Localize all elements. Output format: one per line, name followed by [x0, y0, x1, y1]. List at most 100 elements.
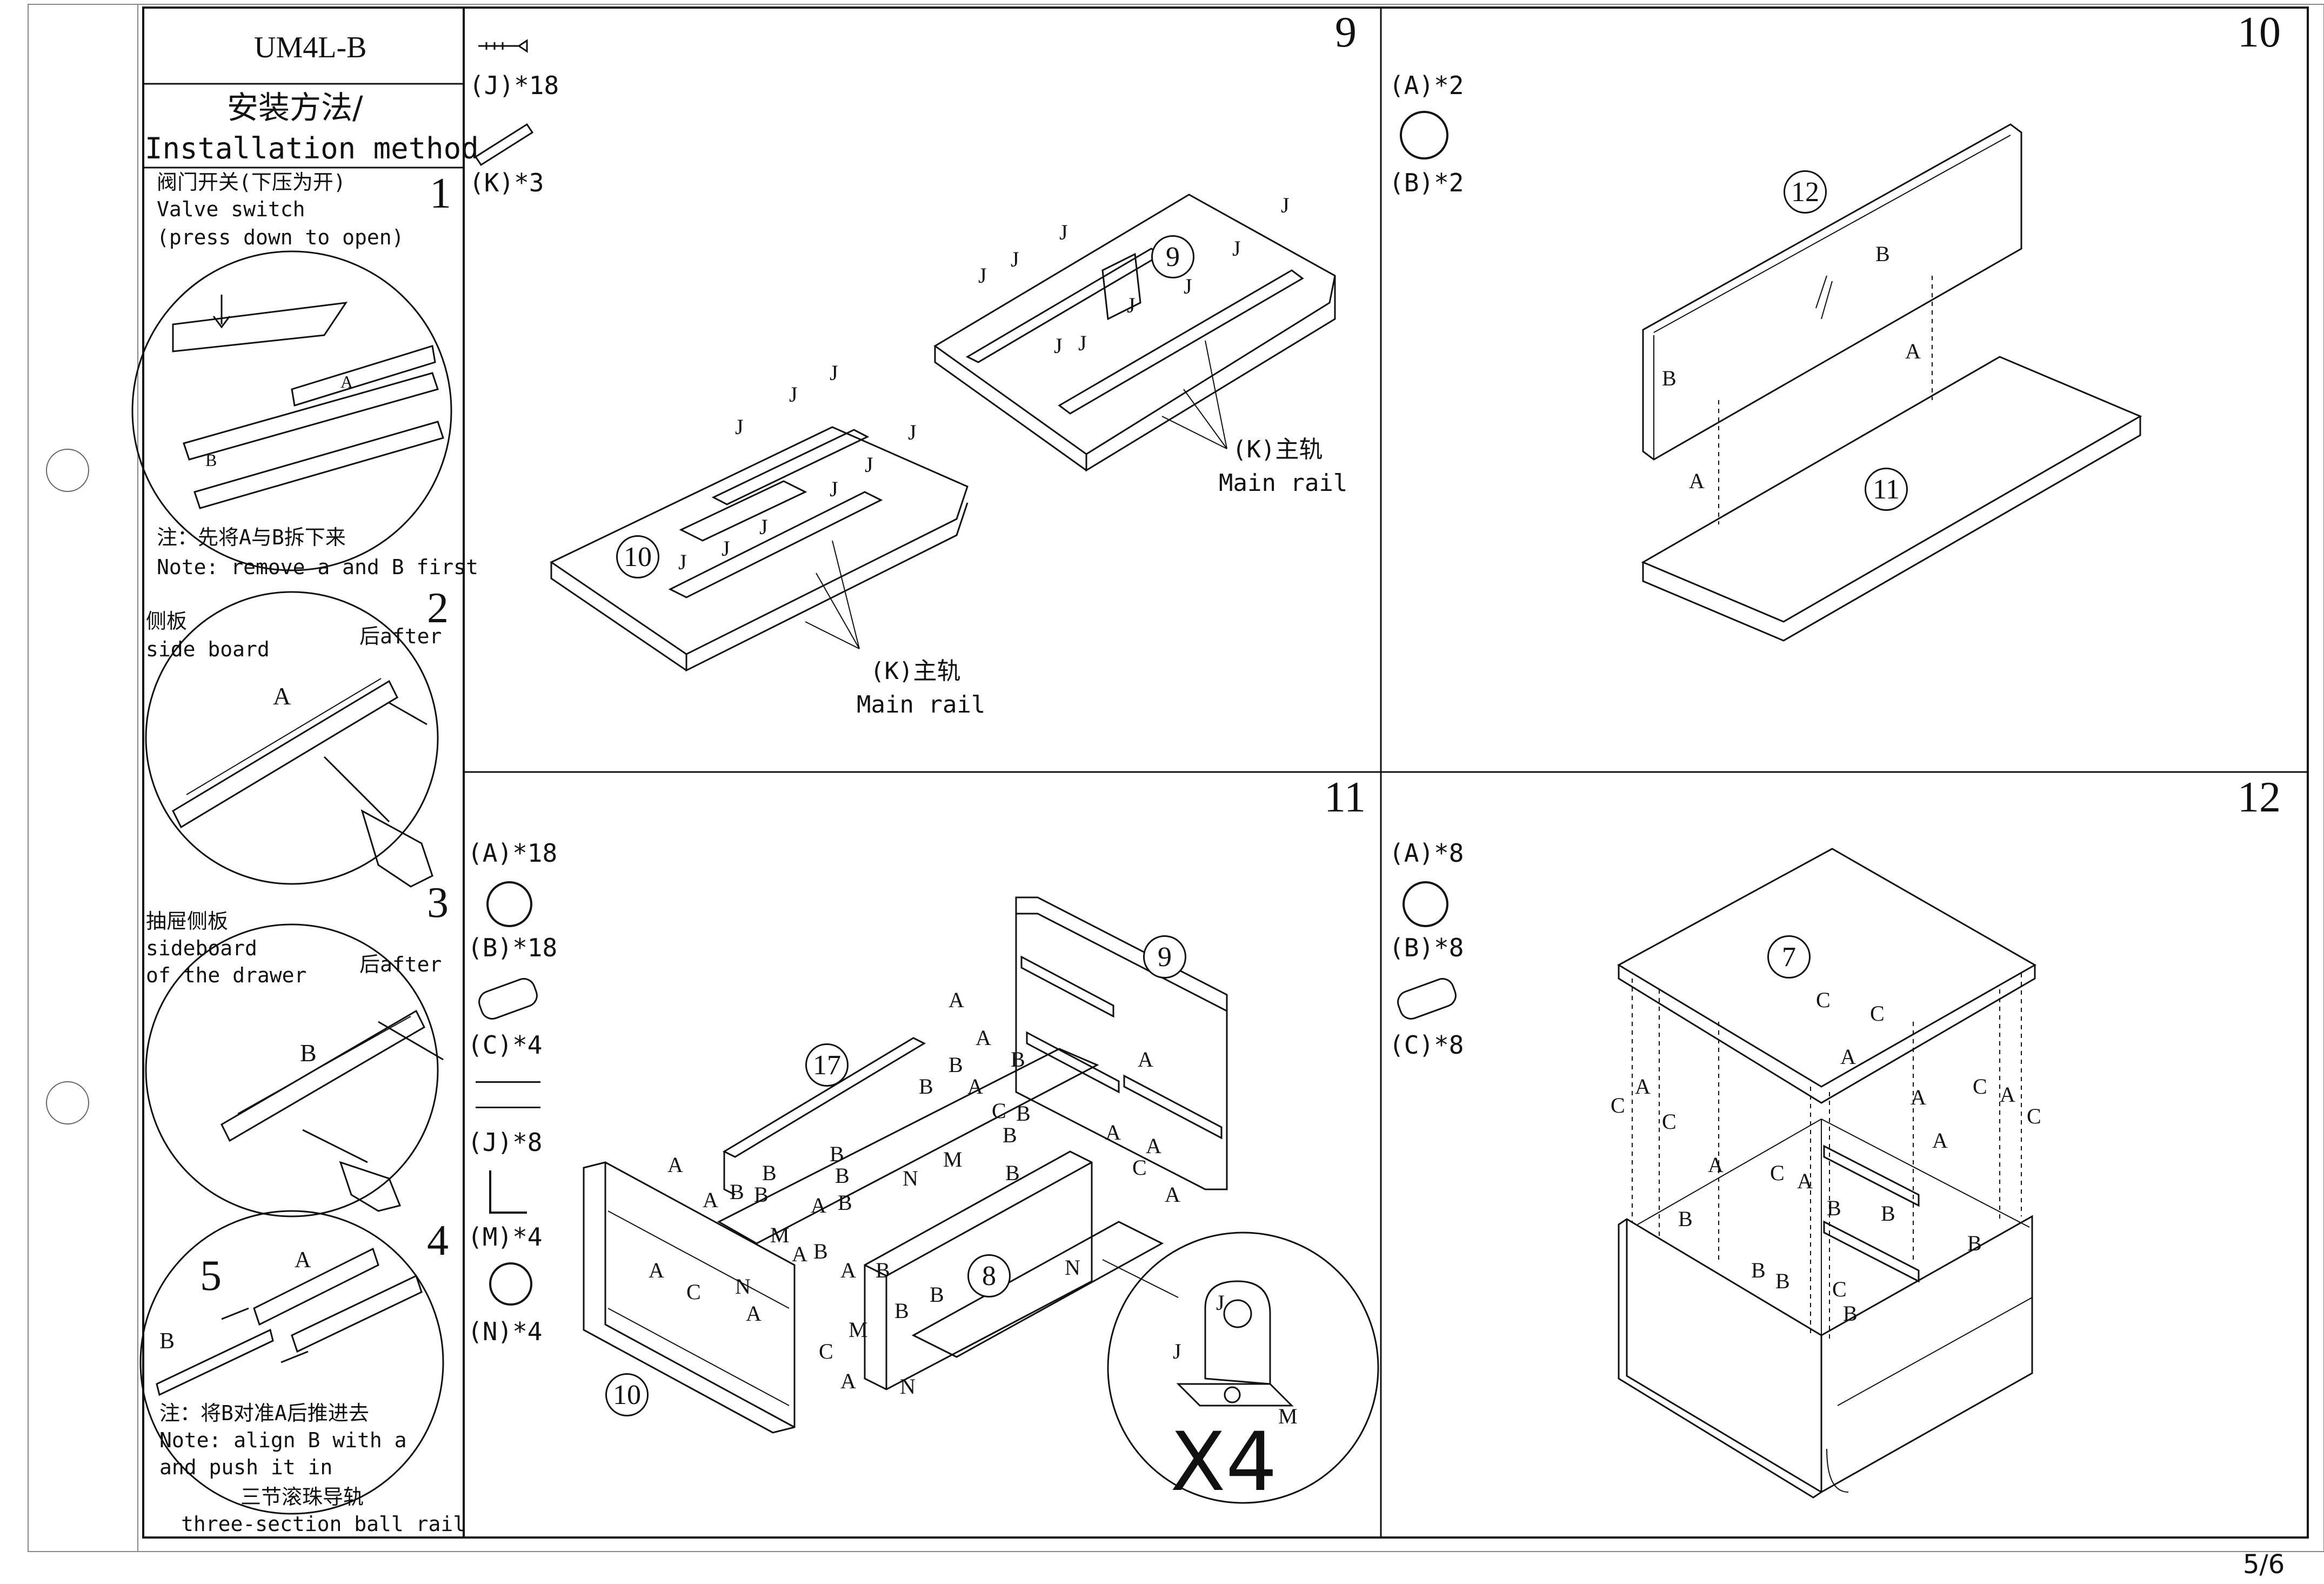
step-text: Valve switch: [157, 197, 305, 221]
board-number: 11: [1865, 468, 1908, 511]
callout-j: J: [1054, 334, 1063, 358]
callout: C: [1132, 1155, 1147, 1180]
callout: C: [1770, 1161, 1785, 1185]
board-number: 17: [805, 1043, 849, 1087]
part-quantity: (J)*8: [468, 1128, 543, 1157]
callout: C: [1816, 988, 1831, 1012]
callout-j: J: [1127, 293, 1136, 317]
board-number: 9: [1143, 935, 1186, 979]
callout: B: [813, 1239, 828, 1263]
callout: B: [1005, 1161, 1020, 1185]
rail-name-cn: 三节滚珠导轨: [241, 1485, 364, 1509]
callout: B: [1011, 1047, 1025, 1071]
callout: B: [1003, 1123, 1017, 1147]
callout: B: [1843, 1301, 1858, 1326]
cam-lock-icon: [486, 881, 532, 927]
callout: M: [770, 1223, 790, 1247]
callout-j: J: [908, 420, 917, 444]
part-quantity: (B)*8: [1389, 933, 1464, 962]
after-label: 后after: [359, 624, 442, 648]
cam-lock-icon: [1403, 881, 1448, 927]
callout: C: [1870, 1001, 1885, 1026]
callout: N: [735, 1274, 751, 1299]
rail-name-en: three-section ball rail: [181, 1512, 466, 1536]
detail-label-m: M: [1278, 1404, 1298, 1428]
callout: B: [1827, 1196, 1841, 1220]
callout: B: [754, 1182, 769, 1207]
step-text: 侧板: [146, 609, 188, 633]
page-number: 5/6: [2243, 1549, 2285, 1580]
detail-quantity: X4: [1170, 1415, 1278, 1509]
step-note-cn: 注：先将A与B拆下来: [157, 525, 346, 549]
bracket-icon: [489, 1170, 527, 1214]
callout: A: [746, 1301, 762, 1326]
callout: A: [792, 1242, 807, 1266]
callout-a: A: [1689, 469, 1705, 493]
step-note-cn: 注：将B对准A后推进去: [159, 1401, 369, 1425]
callout: A: [1105, 1120, 1121, 1144]
callout: B: [1881, 1201, 1895, 1226]
part-quantity: (C)*4: [468, 1030, 543, 1060]
callout: A: [2000, 1082, 2015, 1107]
callout: B: [1751, 1258, 1766, 1282]
callout: A: [840, 1369, 856, 1393]
callout: A: [949, 988, 964, 1012]
step-note-en: Note: align B with a: [159, 1428, 407, 1452]
callout-j: J: [978, 263, 987, 288]
callout-j: J: [678, 550, 687, 574]
after-label: 后after: [359, 953, 442, 976]
label-b: B: [205, 450, 217, 470]
callout: A: [1138, 1047, 1153, 1071]
callout: C: [1973, 1074, 1987, 1099]
binder-hole-top: [46, 449, 89, 492]
part-quantity: (C)*8: [1389, 1030, 1464, 1060]
callout: B: [894, 1299, 909, 1323]
callout-j: J: [830, 477, 838, 501]
callout: N: [1065, 1255, 1080, 1280]
step-number: 3: [427, 879, 449, 927]
callout: A: [1165, 1182, 1180, 1207]
callout: A: [1146, 1134, 1161, 1158]
section-title-en: Installation method: [145, 131, 479, 165]
step-note-en: Note: remove a and B first: [157, 555, 478, 579]
callout: A: [1932, 1128, 1948, 1153]
callout-b: B: [1662, 366, 1677, 390]
label-b: B: [300, 1039, 317, 1067]
callout: C: [819, 1339, 833, 1363]
callout: A: [649, 1258, 664, 1282]
screw-icon: [478, 32, 530, 57]
label-a: A: [273, 682, 291, 710]
label-b: B: [159, 1329, 175, 1354]
part-quantity: (A)*18: [468, 838, 558, 868]
callout-a: A: [1905, 339, 1921, 363]
callout: C: [1832, 1277, 1847, 1301]
callout: B: [949, 1053, 963, 1077]
callout-j: J: [759, 515, 768, 539]
board-number: 10: [616, 535, 659, 578]
step-number: 9: [1335, 9, 1357, 56]
label-a: A: [340, 372, 353, 391]
callout: A: [667, 1153, 683, 1177]
step-number: 4: [427, 1217, 449, 1264]
sub-step-number: 5: [200, 1252, 222, 1300]
step-number: 1: [430, 170, 451, 217]
callout-j: J: [1059, 220, 1068, 244]
callout-b: B: [1875, 242, 1890, 266]
callout: B: [835, 1163, 850, 1188]
detail-label-j: J: [1216, 1290, 1225, 1315]
part-quantity: (J)*18: [469, 71, 559, 100]
callout: N: [903, 1166, 918, 1190]
board-number: 8: [967, 1254, 1011, 1297]
step-number: 10: [2238, 9, 2281, 56]
callout: B: [919, 1074, 933, 1099]
callout: A: [840, 1258, 856, 1282]
callout-j: J: [1232, 236, 1241, 261]
callout-j: J: [1281, 193, 1290, 217]
step-text: 阀门开关(下压为开): [157, 170, 346, 194]
rail-icon: [476, 122, 532, 168]
step-text: sideboard: [146, 936, 257, 960]
callout: B: [1678, 1207, 1693, 1231]
callout: B: [730, 1180, 744, 1204]
callout: A: [1840, 1044, 1856, 1069]
